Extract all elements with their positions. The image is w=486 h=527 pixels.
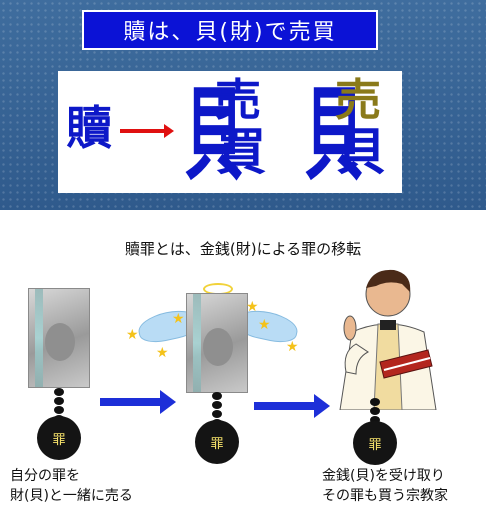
banknote-portrait bbox=[45, 323, 75, 361]
kanji-source: 贖 bbox=[66, 101, 112, 155]
banknote-image-left bbox=[28, 288, 90, 388]
component-bottom-a: 買 bbox=[216, 123, 266, 181]
banknote-image-center bbox=[186, 293, 248, 393]
banknote-stripe bbox=[193, 294, 201, 392]
caption-right-line1: 金銭(貝)を受け取り bbox=[322, 468, 445, 484]
kanji-panel: 贖 貝 売 買 貝 売 貝 bbox=[58, 71, 402, 193]
subtitle: 贖罪とは、金銭(財)による罪の移転 bbox=[124, 240, 362, 258]
star-icon: ★ bbox=[172, 311, 185, 327]
radical-left-a: 貝 bbox=[184, 76, 244, 196]
component-top-b: 売 bbox=[334, 75, 382, 126]
banknote-stripe bbox=[35, 289, 43, 387]
caption-right-line2: その罪も買う宗教家 bbox=[322, 488, 448, 505]
caption-left-line1: 自分の罪を bbox=[10, 468, 80, 484]
caption-left-line2: 財(貝)と一緒に売る bbox=[10, 488, 133, 505]
sin-label: 罪 bbox=[52, 432, 66, 448]
caption-left: 自分の罪を 財(貝)と一緒に売る bbox=[10, 466, 133, 507]
title-banner: 贖は、貝(財)で売買 bbox=[82, 10, 378, 50]
sin-label: 罪 bbox=[368, 437, 382, 453]
blue-arrow-icon bbox=[100, 390, 176, 414]
chain-right bbox=[370, 398, 380, 425]
kanji-decomposition-b: 貝 売 貝 bbox=[304, 75, 388, 196]
blue-arrow-icon bbox=[254, 394, 330, 418]
sin-ball-left: 罪 bbox=[37, 416, 81, 460]
star-icon: ★ bbox=[258, 317, 271, 333]
priest-illustration bbox=[339, 269, 437, 410]
sin-ball-right: 罪 bbox=[353, 421, 397, 465]
star-icon: ★ bbox=[126, 327, 139, 343]
banknote-portrait bbox=[203, 328, 233, 366]
sin-ball-center: 罪 bbox=[195, 420, 239, 464]
component-bottom-b: 貝 bbox=[336, 123, 386, 181]
title-text: 贖は、貝(財)で売買 bbox=[123, 20, 337, 45]
star-icon: ★ bbox=[246, 299, 259, 315]
radical-left-b: 貝 bbox=[304, 76, 364, 196]
sin-label: 罪 bbox=[210, 436, 224, 452]
red-arrow-icon bbox=[120, 124, 174, 138]
component-top-a: 売 bbox=[214, 75, 262, 126]
star-icon: ★ bbox=[286, 339, 299, 355]
kanji-decomposition-a: 貝 売 買 bbox=[184, 75, 268, 196]
star-icon: ★ bbox=[156, 345, 169, 361]
header-area: 贖は、貝(財)で売買 贖 貝 売 買 貝 売 貝 bbox=[0, 0, 486, 210]
caption-right: 金銭(貝)を受け取り その罪も買う宗教家 bbox=[322, 466, 448, 507]
